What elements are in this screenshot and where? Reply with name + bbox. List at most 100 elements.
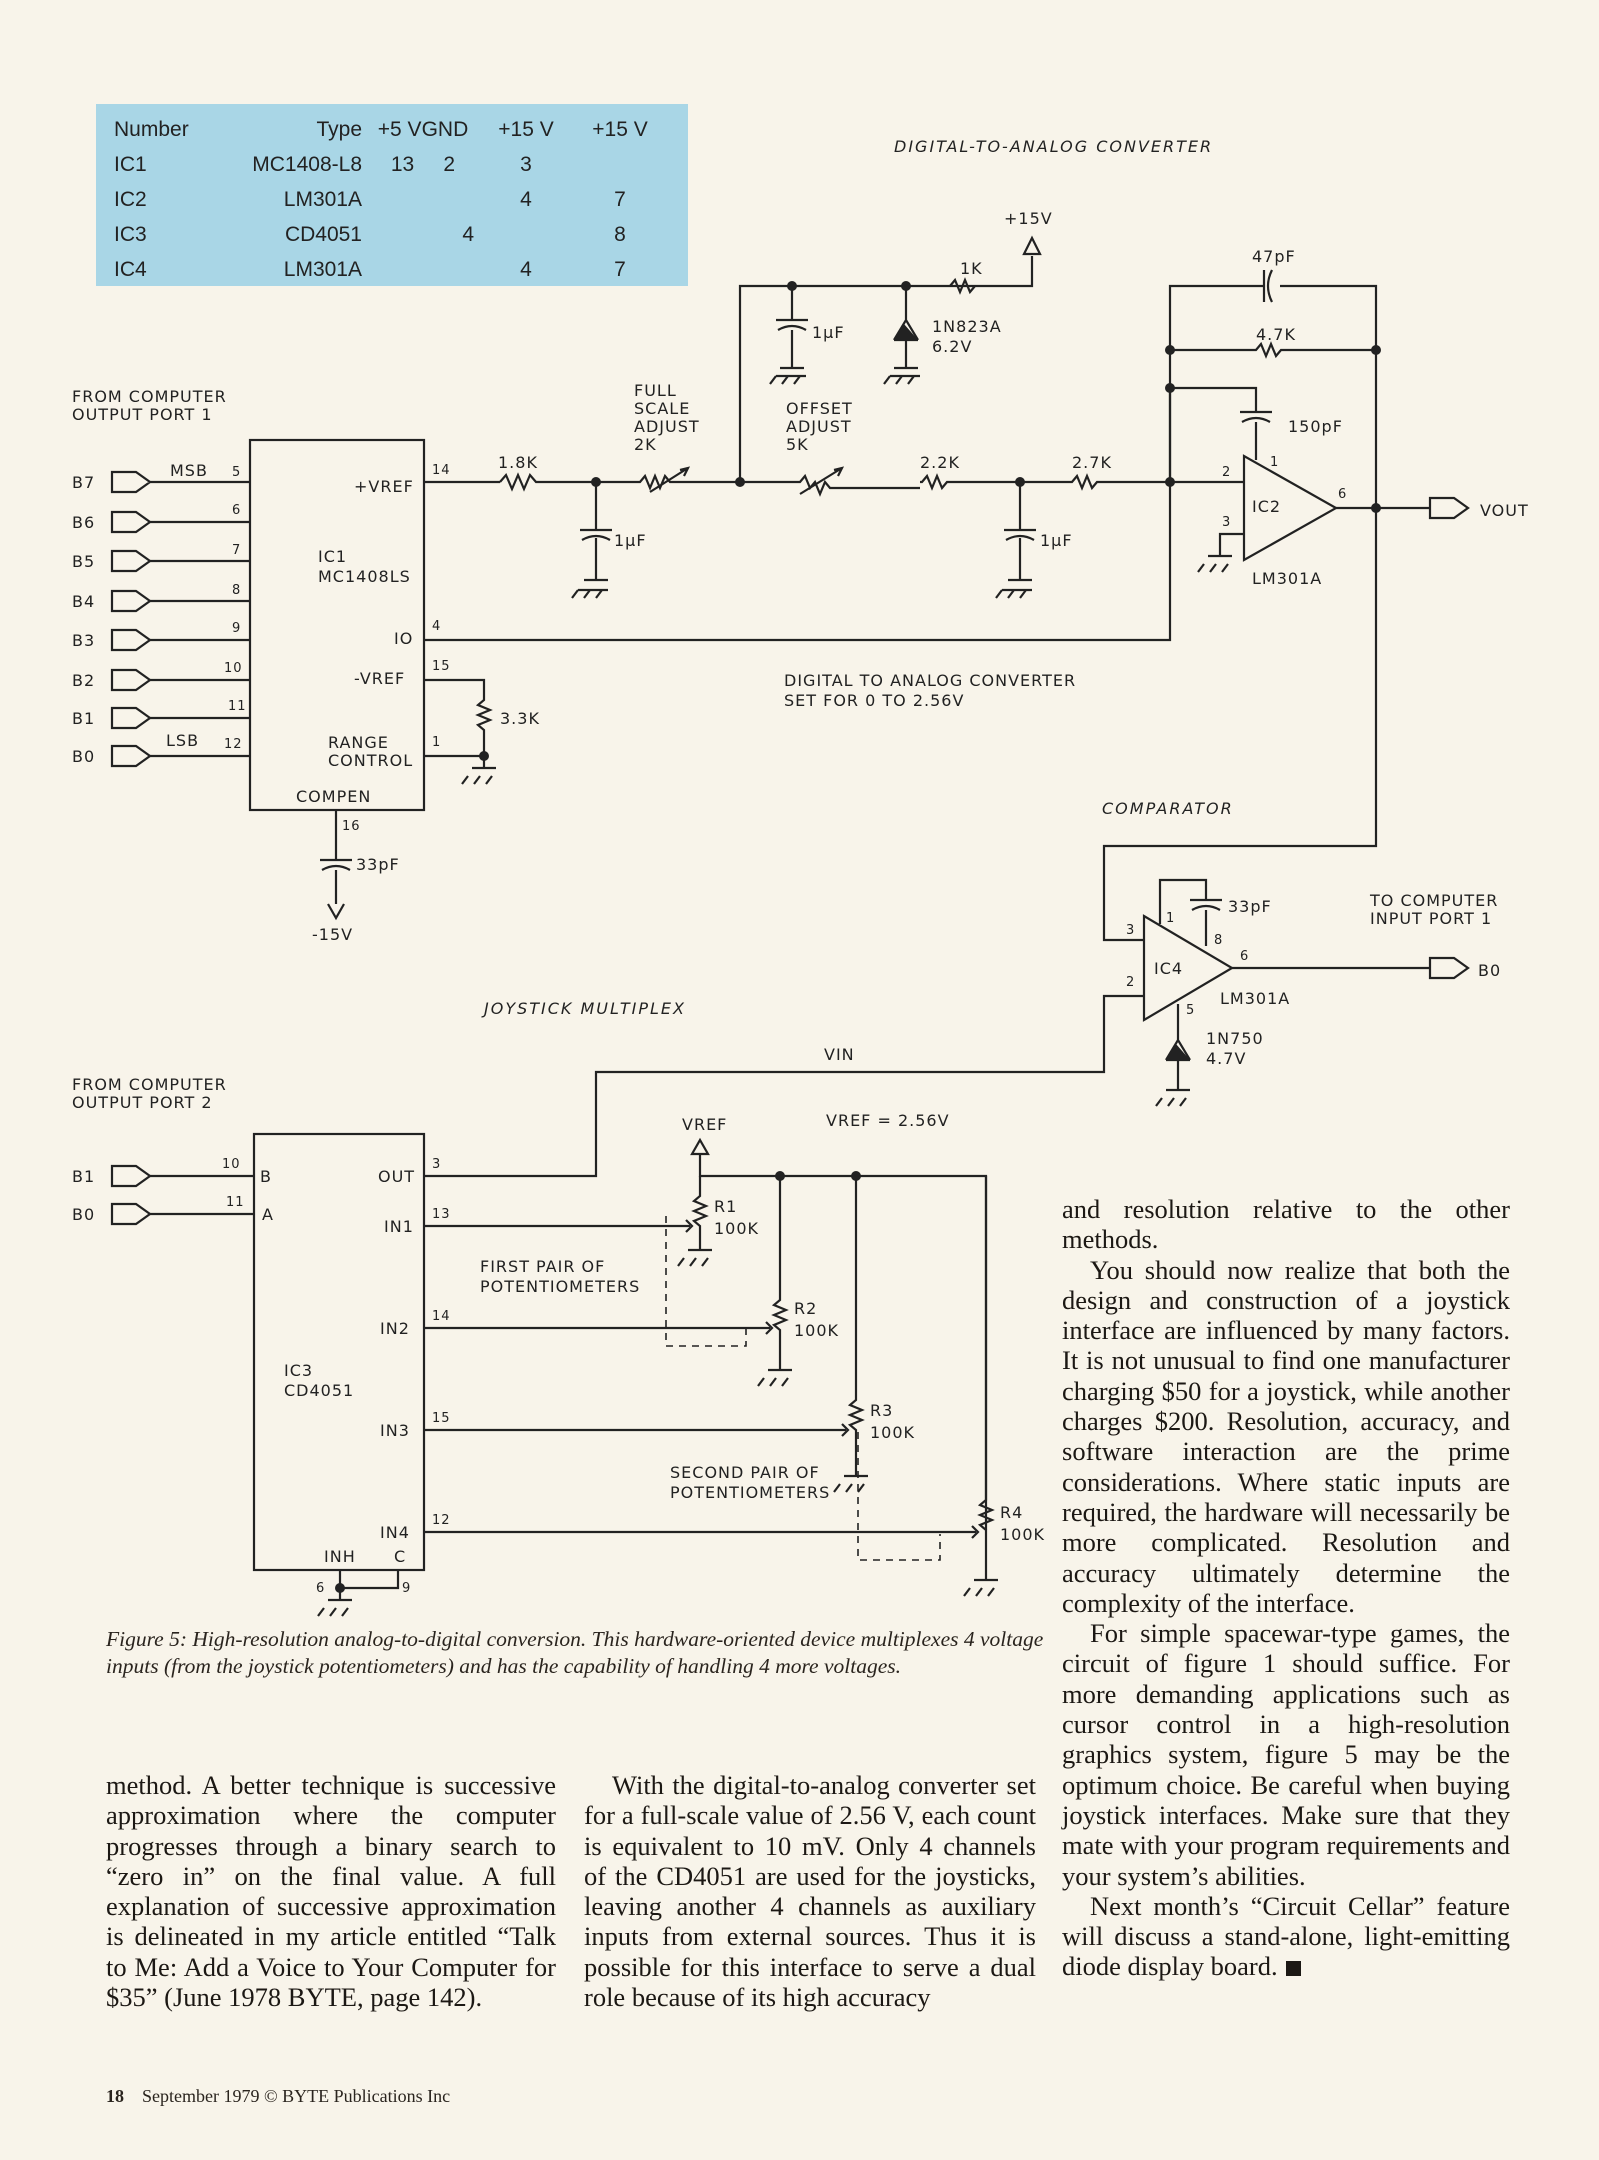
paragraph: method. A better technique is successive… — [106, 1770, 556, 2013]
label-zener1-part: 1N823A — [932, 317, 1002, 336]
footer-credit: September 1979 © BYTE Publications Inc — [142, 2086, 451, 2106]
pin-label: 1 — [432, 735, 441, 750]
ic1-range-2: CONTROL — [328, 751, 413, 770]
ic-table-grid: Number Type +5 VGND +15 V +15 V IC1 MC14… — [96, 112, 672, 287]
end-mark-icon — [1285, 1961, 1301, 1977]
junction-dot — [591, 477, 601, 487]
plus15v-arrow — [1022, 235, 1042, 256]
bit-label: B2 — [72, 671, 95, 690]
ground-c — [883, 366, 920, 385]
lsb-label: LSB — [166, 731, 199, 750]
table-row: IC4 LM301A 4 7 — [96, 252, 672, 287]
label-fullscale-1: FULL — [634, 381, 677, 400]
port-out2-line1: FROM COMPUTER — [72, 1075, 227, 1094]
vout-arrow — [1428, 496, 1470, 520]
label-zener1-v: 6.2V — [932, 337, 972, 356]
table-cell-5v-gnd: 4 — [362, 217, 484, 252]
pin-label: 8 — [1214, 933, 1223, 948]
resistor-2.2k — [920, 473, 1020, 491]
pin-label: 3 — [1222, 515, 1231, 530]
junction-dot — [479, 751, 489, 761]
ground-r1 — [677, 1248, 712, 1267]
ic3-c: C — [394, 1547, 406, 1566]
ic1-vref-pos: +VREF — [354, 477, 414, 496]
ic2-name: IC2 — [1252, 497, 1281, 516]
io-wire — [424, 388, 1172, 642]
table-cell: 8 — [614, 222, 626, 246]
pin-label: 12 — [432, 1513, 451, 1528]
junction-dots — [335, 281, 1381, 1593]
ic1-compen: COMPEN — [296, 787, 371, 806]
ic1-io: IO — [394, 629, 413, 648]
ic-power-table: Number Type +5 VGND +15 V +15 V IC1 MC14… — [96, 104, 688, 286]
label-r18k: 1.8K — [498, 453, 538, 472]
table-cell: IC2 — [114, 187, 147, 211]
page-number: 18 — [106, 2086, 124, 2106]
zener1-fill — [894, 324, 918, 340]
pin-label: 8 — [232, 583, 241, 598]
full-scale-pot — [596, 473, 740, 491]
ic4-name: IC4 — [1154, 959, 1183, 978]
junction-dot — [1165, 383, 1175, 393]
pin-label: 10 — [222, 1157, 241, 1172]
pin-label: 6 — [316, 1581, 325, 1596]
ground-r4 — [963, 1578, 998, 1597]
ic4-triangle — [1142, 914, 1235, 1022]
header-15v-a: +15 V — [498, 117, 554, 141]
pair2-line1: SECOND PAIR OF — [670, 1463, 820, 1482]
label-minus15v: -15V — [312, 925, 353, 944]
bit-label: B4 — [72, 592, 95, 611]
pot-r2 — [771, 1176, 789, 1370]
mux-bit-label: B1 — [72, 1167, 95, 1186]
offset-arrow — [799, 466, 845, 495]
title-mux: JOYSTICK MULTIPLEX — [481, 999, 686, 1018]
bit-port-arrows — [110, 470, 152, 768]
pin-label: 16 — [342, 819, 361, 834]
pot-r4 — [977, 1176, 995, 1580]
pin-label: 7 — [232, 543, 241, 558]
label-fullscale-4: 2K — [634, 435, 657, 454]
pin-label: 9 — [402, 1581, 411, 1596]
schematic-labels: DIGITAL-TO-ANALOG CONVERTER COMPARATOR J… — [72, 137, 1528, 1596]
pot-r1-name: R1 — [714, 1197, 737, 1216]
pin-label: 6 — [232, 503, 241, 518]
pin-label: 14 — [432, 463, 451, 478]
port-in1-line2: INPUT PORT 1 — [1370, 909, 1492, 928]
text-column-1: method. A better technique is successive… — [106, 1770, 556, 2012]
pot-linkages — [665, 1216, 941, 1561]
label-vref: VREF — [682, 1115, 727, 1134]
pin-label: 5 — [232, 465, 241, 480]
header-gnd-text: GND — [421, 117, 469, 141]
pin-label: 2 — [1126, 975, 1135, 990]
linkage-pair1 — [665, 1216, 747, 1347]
header-number: Number — [114, 117, 189, 141]
ic3-in1: IN1 — [384, 1217, 414, 1236]
junction-dot — [1015, 477, 1025, 487]
pin-label: 14 — [432, 1309, 451, 1324]
pot-r1 — [691, 1176, 709, 1250]
ground-r2 — [757, 1368, 792, 1387]
resistor-1k — [949, 277, 976, 295]
table-cell: 4 — [520, 187, 532, 211]
label-c150: 150pF — [1288, 417, 1343, 436]
r47k-wire — [1170, 341, 1378, 508]
pin-label: 3 — [1126, 923, 1135, 938]
label-b0-out: B0 — [1478, 961, 1501, 980]
junction-dot — [1165, 477, 1175, 487]
paragraph-last: Next month’s “Circuit Cellar” feature wi… — [1062, 1891, 1510, 1982]
dac-note-2: SET FOR 0 TO 2.56V — [784, 691, 964, 710]
msb-label: MSB — [170, 461, 208, 480]
header-15v-b: +15 V — [592, 117, 648, 141]
pin-label: 5 — [1186, 1003, 1195, 1018]
label-offset-1: OFFSET — [786, 399, 853, 418]
label-r33k: 3.3K — [500, 709, 540, 728]
table-row: IC3 CD4051 4 8 — [96, 217, 672, 252]
label-r27k: 2.7K — [1072, 453, 1112, 472]
bit-label: B5 — [72, 552, 95, 571]
table-cell: 7 — [614, 187, 626, 211]
wiper-arrows — [685, 1219, 980, 1539]
port-out2-line2: OUTPUT PORT 2 — [72, 1093, 213, 1112]
table-cell: 2 — [443, 152, 456, 176]
label-c33a: 33pF — [356, 855, 400, 874]
c47-wire — [1168, 284, 1378, 482]
